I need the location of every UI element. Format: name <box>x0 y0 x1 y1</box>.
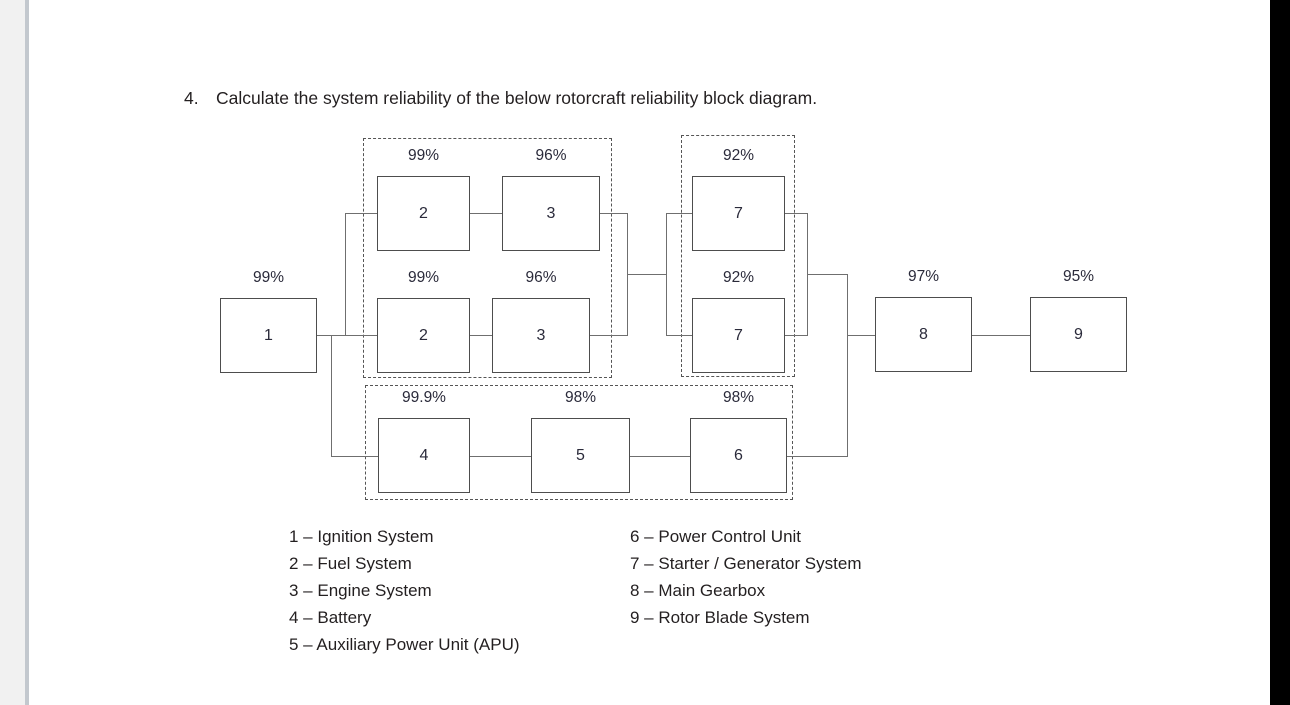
block-b5[interactable]: 5 <box>531 418 630 493</box>
block-b8[interactable]: 8 <box>875 297 972 372</box>
reliability-label-b2-top: 99% <box>407 147 440 164</box>
wire-to-b7-bottom <box>666 334 692 336</box>
wire-b5-b6 <box>630 455 690 457</box>
question-number: 4. <box>184 88 199 108</box>
reliability-label-b7-bottom: 92% <box>722 269 755 286</box>
question-heading: 4. Calculate the system reliability of th… <box>184 88 1084 109</box>
legend-item: 8 – Main Gearbox <box>630 581 766 600</box>
legend-item: 7 – Starter / Generator System <box>630 554 862 573</box>
legend-item: 3 – Engine System <box>289 581 432 600</box>
block-number-b3-bottom: 3 <box>536 326 546 344</box>
wire-b7bot-out <box>785 334 808 336</box>
block-b1[interactable]: 1 <box>220 298 317 373</box>
legend-item: 6 – Power Control Unit <box>630 527 802 546</box>
block-number-b3-top: 3 <box>546 204 556 222</box>
legend-item: 9 – Rotor Blade System <box>630 608 810 627</box>
wire-to-b2-top <box>345 213 378 215</box>
legend-item: 1 – Ignition System <box>289 527 434 546</box>
right-edge-band <box>1270 0 1290 705</box>
block-number-b7-bottom: 7 <box>734 326 743 344</box>
wire-b2bot-b3bot <box>470 334 492 336</box>
dashed-group-group-7 <box>681 135 795 377</box>
wire-final-merge-spine <box>847 274 849 456</box>
block-number-b1: 1 <box>264 326 273 344</box>
block-number-b9: 9 <box>1074 325 1083 343</box>
block-b7-bottom[interactable]: 7 <box>692 298 785 373</box>
wire-b3bot-out <box>590 334 628 336</box>
reliability-label-b3-bottom: 96% <box>525 269 557 286</box>
wire-main-split-spine <box>331 334 333 456</box>
block-b2-bottom[interactable]: 2 <box>377 298 470 373</box>
block-b3-bottom[interactable]: 3 <box>492 298 590 373</box>
wire-bracket-23 <box>345 213 347 335</box>
wire-to-b2-bottom <box>345 334 378 336</box>
left-gutter-divider <box>25 0 29 705</box>
wire-23-to-7split <box>627 274 667 276</box>
wire-b8-b9 <box>972 334 1030 336</box>
wire-b4-b5 <box>470 455 531 457</box>
block-b3-top[interactable]: 3 <box>502 176 600 251</box>
reliability-label-b6: 98% <box>722 389 755 406</box>
reliability-label-b3-top: 96% <box>535 147 567 164</box>
dashed-group-group-456 <box>365 385 793 500</box>
reliability-label-b9: 95% <box>1062 268 1095 285</box>
block-number-b5: 5 <box>576 446 585 464</box>
wire-7-to-main-merge <box>807 274 848 276</box>
block-b4[interactable]: 4 <box>378 418 470 493</box>
wire-b2top-b3top <box>470 213 502 215</box>
reliability-label-b1: 99% <box>252 269 285 286</box>
block-b7-top[interactable]: 7 <box>692 176 785 251</box>
block-number-b6: 6 <box>734 446 743 464</box>
block-number-b8: 8 <box>919 325 928 343</box>
block-number-b2-bottom: 2 <box>419 326 428 344</box>
wire-b6-out <box>787 455 848 457</box>
legend-item: 5 – Auxiliary Power Unit (APU) <box>289 635 520 654</box>
wire-b3top-out <box>600 213 628 215</box>
block-number-b2-top: 2 <box>419 204 428 222</box>
wire-to-b7-top <box>666 213 692 215</box>
wire-merge-to-b8 <box>847 334 875 336</box>
block-b6[interactable]: 6 <box>690 418 787 493</box>
block-b9[interactable]: 9 <box>1030 297 1127 372</box>
block-number-b7-top: 7 <box>734 204 743 222</box>
legend-item: 2 – Fuel System <box>289 554 412 573</box>
reliability-label-b5: 98% <box>564 389 597 406</box>
dashed-group-group-23 <box>363 138 612 378</box>
reliability-label-b8: 97% <box>907 268 940 285</box>
legend-column-right: 6 – Power Control Unit 7 – Starter / Gene… <box>630 523 861 631</box>
legend-column-left: 1 – Ignition System 2 – Fuel System 3 – En… <box>289 523 520 658</box>
wire-split-7 <box>666 213 668 335</box>
reliability-label-b7-top: 92% <box>722 147 755 164</box>
reliability-label-b4: 99.9% <box>402 389 446 406</box>
wire-split-to-b4 <box>331 455 378 457</box>
question-text: Calculate the system reliability of the … <box>216 88 818 108</box>
wire-split-to-bracket <box>331 334 345 336</box>
legend-item: 4 – Battery <box>289 608 372 627</box>
block-b2-top[interactable]: 2 <box>377 176 470 251</box>
block-number-b4: 4 <box>419 446 429 464</box>
wire-b7top-out <box>785 213 808 215</box>
left-gutter <box>0 0 25 705</box>
reliability-label-b2-bottom: 99% <box>407 269 440 286</box>
